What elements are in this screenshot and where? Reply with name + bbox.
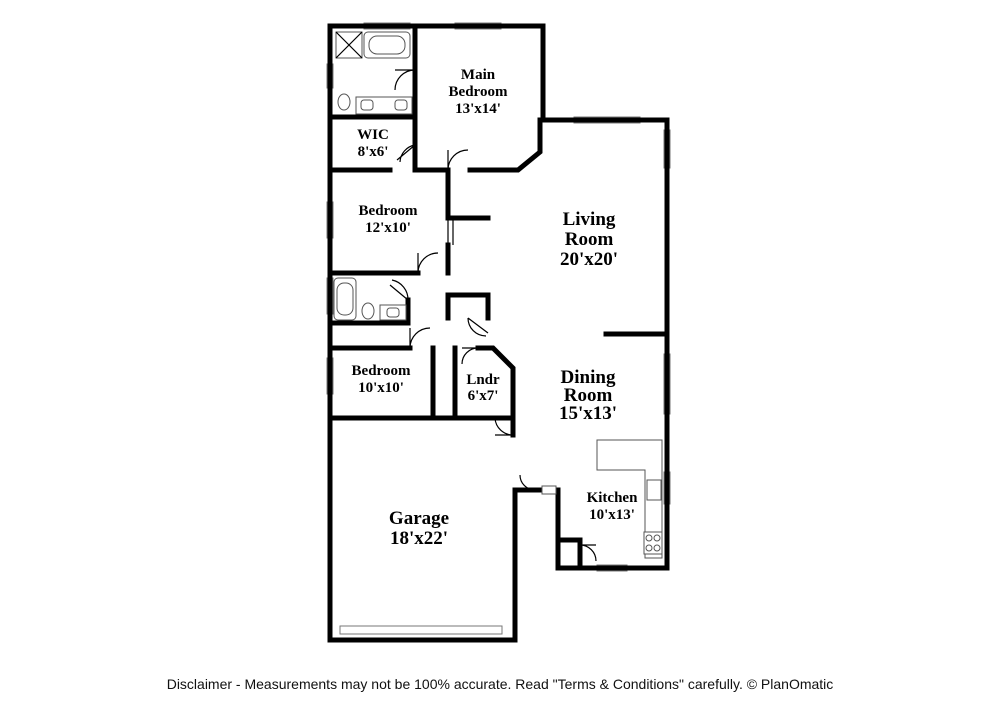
laundry-size: 6'x7' [468, 388, 499, 404]
kitchen-name: Kitchen [587, 490, 638, 506]
door-swing [396, 144, 416, 163]
door-swing [461, 347, 479, 365]
door-swing [394, 69, 416, 91]
door-swing [447, 149, 469, 171]
range [643, 531, 663, 555]
door-swing [579, 544, 597, 562]
door-swing [417, 252, 439, 274]
upper-bedroom-name: Bedroom [359, 203, 418, 219]
doors [389, 69, 597, 562]
door-swing [389, 279, 409, 301]
garage-name: Garage [389, 508, 449, 529]
kitchen-size: 10'x13' [589, 507, 635, 523]
lower-bedroom-size: 10'x10' [358, 380, 404, 396]
walls [327, 23, 670, 643]
door-swing [519, 474, 536, 491]
kitchen-counter [596, 439, 663, 559]
water-heater [541, 485, 557, 495]
living-room-name-1: Living [563, 209, 616, 230]
living-room-name-2: Room [565, 229, 614, 250]
dining-room-size: 15'x13' [559, 403, 617, 424]
wic-name: WIC [357, 127, 389, 143]
lower-bedroom-name: Bedroom [352, 363, 411, 379]
toilet [361, 302, 375, 320]
laundry-name: Lndr [466, 372, 500, 388]
upper-bedroom-size: 12'x10' [365, 220, 411, 236]
kitchen-sink [646, 479, 662, 501]
door-swing [409, 327, 431, 349]
living-room-size: 20'x20' [560, 249, 618, 270]
garage-door [339, 625, 503, 635]
main-bedroom-name-2: Bedroom [449, 84, 508, 100]
wic-size: 8'x6' [358, 144, 389, 160]
dining-room-name-1: Dining [561, 367, 616, 388]
room-labels: Main Bedroom 13'x14' WIC 8'x6' Bedroom 1… [352, 67, 639, 549]
toilet [337, 93, 351, 111]
main-bedroom-name-1: Main [461, 67, 496, 83]
garage-size: 18'x22' [390, 528, 448, 549]
door-swing [467, 317, 489, 337]
dining-room-name-2: Room [564, 385, 613, 406]
door-swing [494, 417, 514, 436]
main-bedroom-size: 13'x14' [455, 101, 501, 117]
fixtures [333, 31, 663, 559]
disclaimer-text: Disclaimer - Measurements may not be 100… [166, 676, 834, 692]
